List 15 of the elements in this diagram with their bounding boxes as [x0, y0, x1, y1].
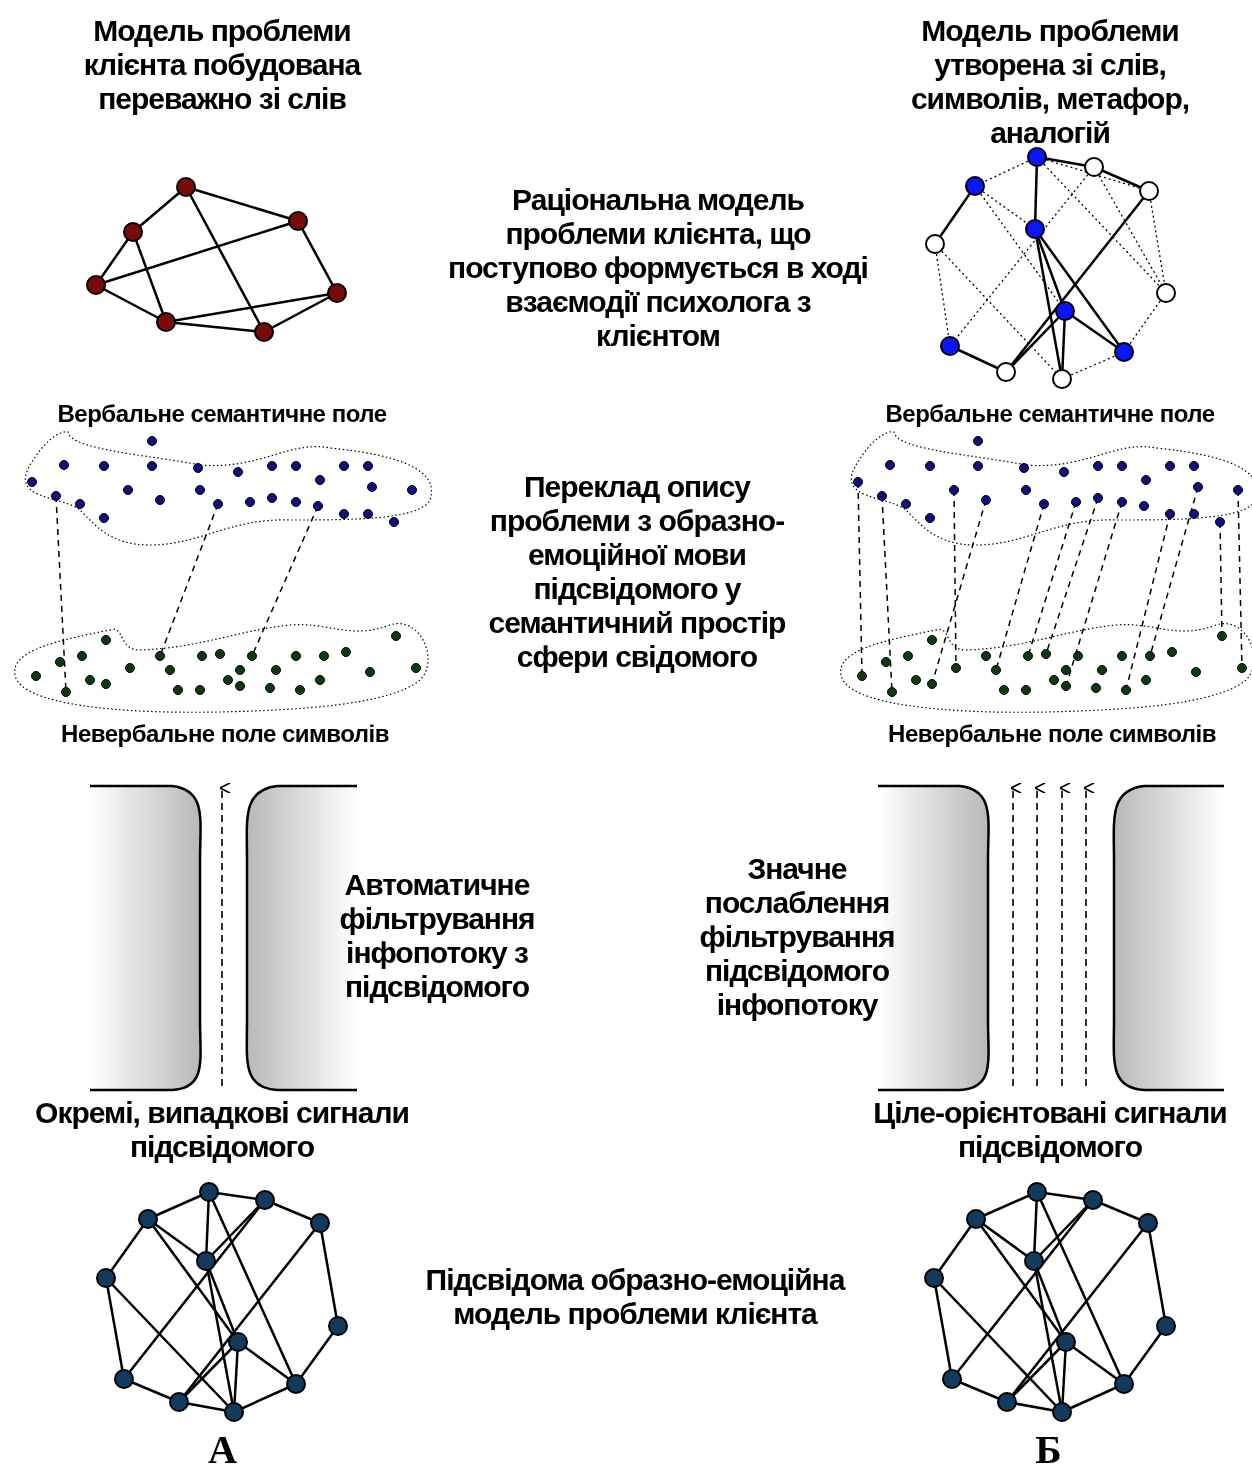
caption-text: Ціле-орієнтовані сигнали підсвідомого [872, 1096, 1228, 1164]
caption-text: Автоматичне фільтрування інфопотоку з підсвідомого [338, 868, 536, 1004]
panel-letter: Б [1034, 1428, 1062, 1470]
caption-text: Раціональна модель проблеми клієнта, що поступово формується в ході взаємодії психолога з клієнтом [448, 183, 868, 353]
field-caption: Невербальне поле символів [887, 720, 1217, 748]
field-caption: Невербальне поле символів [60, 720, 390, 748]
field-caption: Вербальне семантичне поле [56, 400, 388, 428]
caption-text: Значне послаблення фільтрування підсвідомого інфопотоку [698, 852, 896, 1022]
field-caption: Вербальне семантичне поле [884, 400, 1216, 428]
caption-text: Модель проблеми утворена зі слів, символів, метафор, аналогій [909, 14, 1191, 150]
caption-text: Модель проблеми клієнта побудована переважно зі слів [82, 14, 362, 116]
caption-text: Окремі, випадкові сигнали підсвідомого [34, 1096, 410, 1164]
panel-letter: А [207, 1428, 238, 1470]
caption-text: Переклад опису проблеми з образно-емоційної мови підсвідомого у семантичний простір сфери свідомого [487, 470, 787, 674]
caption-text: Підсвідома образно-емоційна модель проблеми клієнта [424, 1263, 847, 1331]
